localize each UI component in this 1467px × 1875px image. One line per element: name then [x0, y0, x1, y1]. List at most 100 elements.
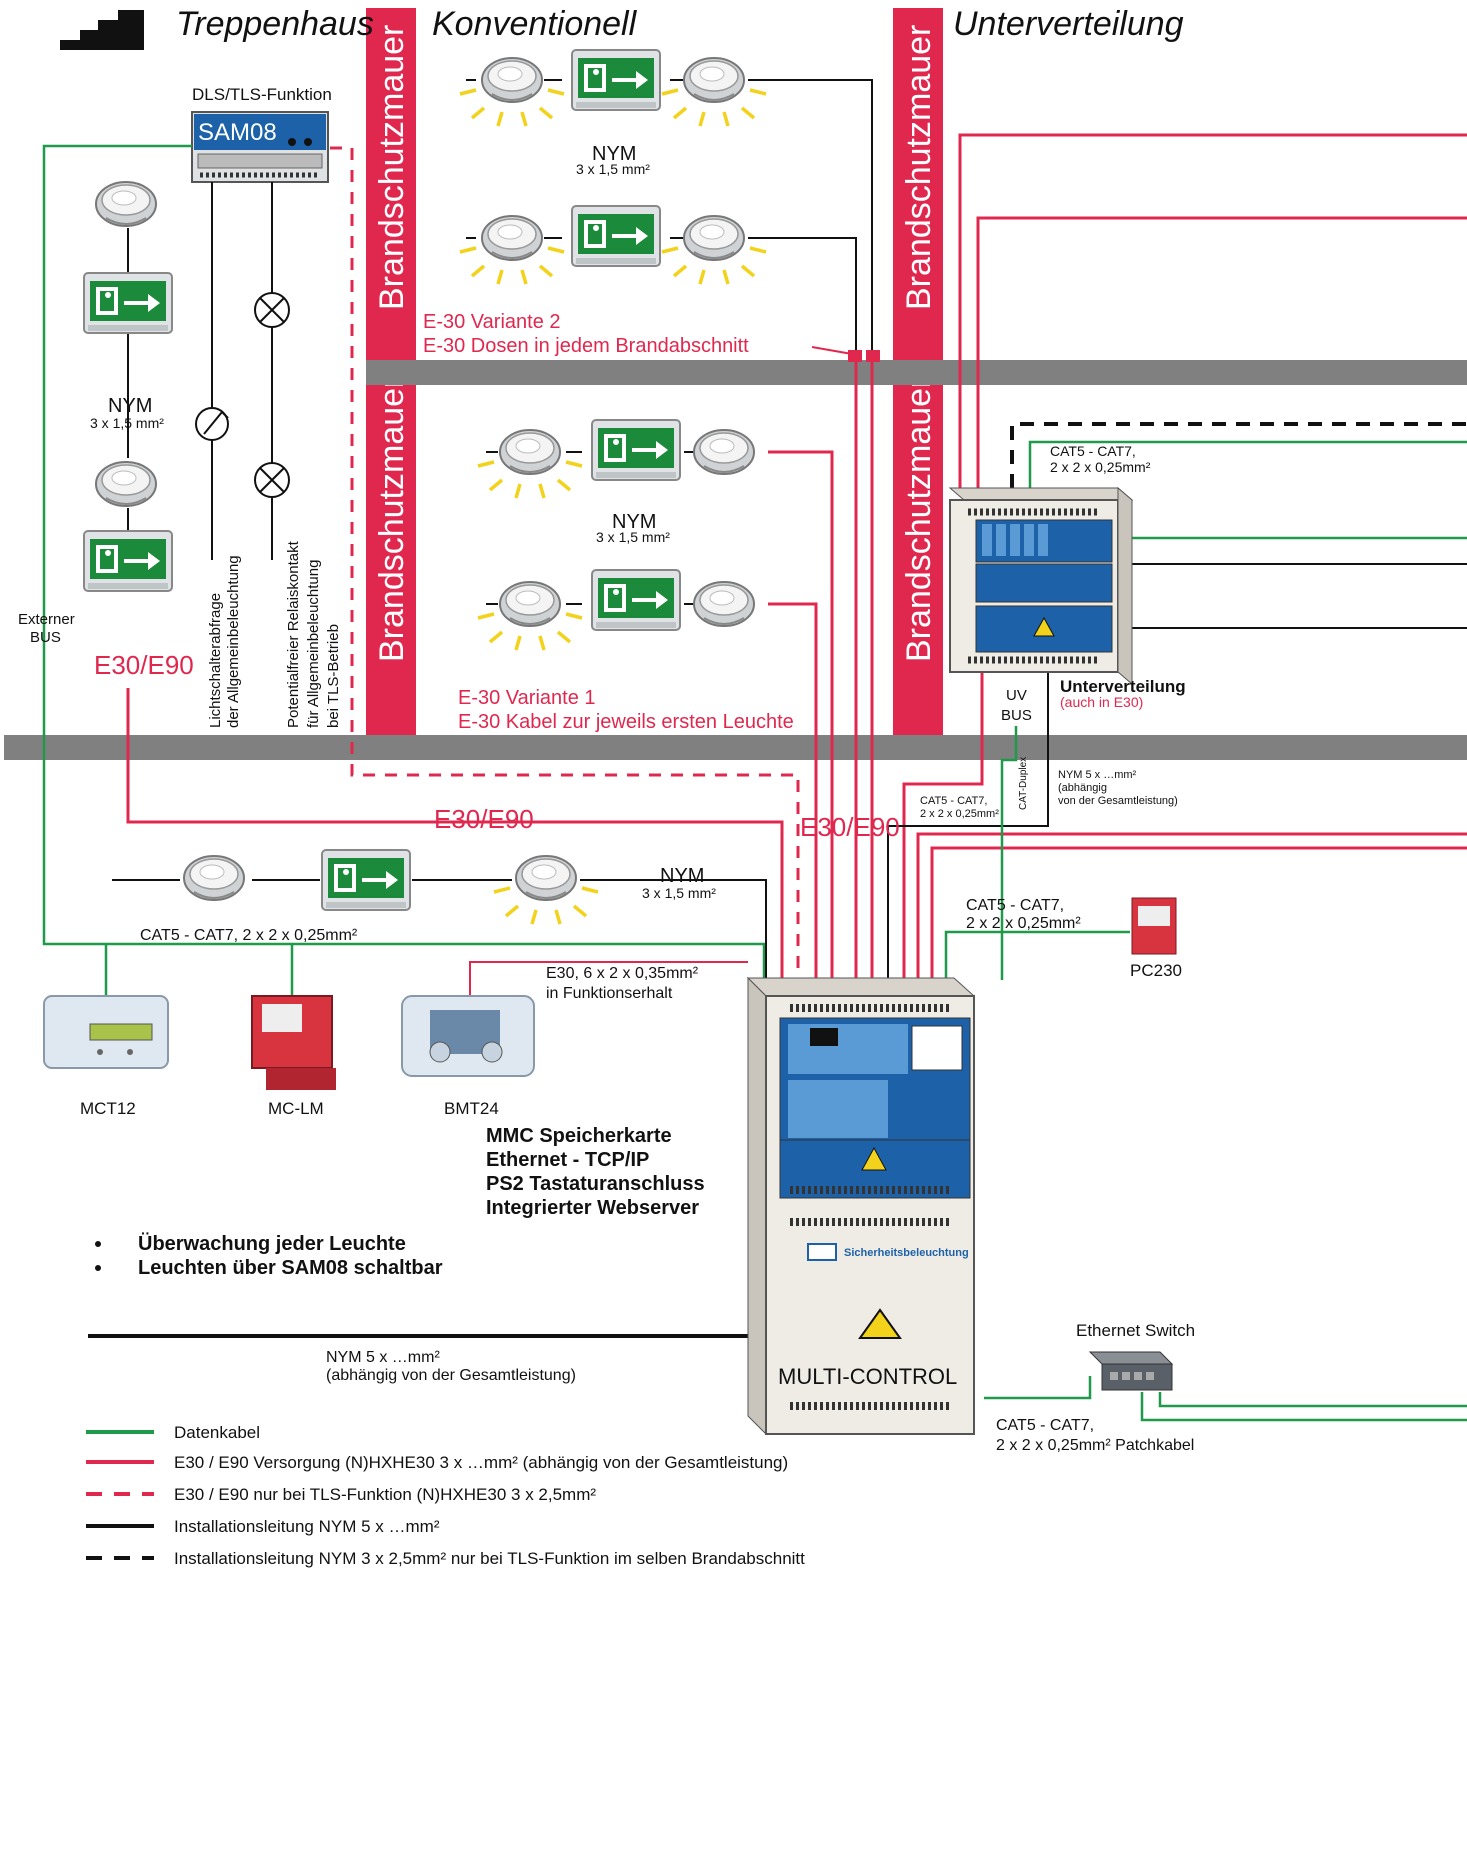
downlight-3: [481, 57, 543, 103]
uv-cable-2: 2 x 2 x 0,25mm²: [1050, 459, 1151, 475]
patch-2: 2 x 2 x 0,25mm² Patchkabel: [996, 1437, 1194, 1454]
firewall-upper-right: [893, 8, 943, 360]
relay-label-2: für Allgemeinbeleuchtung: [305, 560, 322, 728]
mid-nym-spec: 3 x 1,5 mm²: [642, 885, 716, 901]
conv-nym-top: NYM: [592, 143, 636, 165]
junction-box-1: [848, 350, 862, 362]
cables: [42, 79, 1467, 1422]
exit-sign-6: [591, 569, 681, 631]
light-switch-symbol: [195, 407, 229, 441]
bullet-2: Leuchten über SAM08 schaltbar: [138, 1257, 443, 1279]
legend: Datenkabel E30 / E90 Versorgung (N)HXHE3…: [86, 1423, 805, 1568]
legend-text-5: Installationsleitung NYM 3 x 2,5mm² nur …: [174, 1549, 805, 1568]
exit-sign-5: [591, 419, 681, 481]
bullet-1: Überwachung jeder Leuchte: [138, 1232, 406, 1255]
downlight-4: [683, 57, 745, 103]
bottom-nym-1: NYM 5 x …mm²: [326, 1349, 440, 1366]
relay-lamp-symbol-1: [254, 292, 290, 328]
downlight-5: [481, 215, 543, 261]
cabinet-brand: Sicherheitsbeleuchtung: [844, 1247, 969, 1259]
variant-2-line-1: E-30 Variante 2: [423, 311, 561, 333]
switch-label-1: Lichtschalterabfrage: [207, 593, 224, 728]
ethernet-switch-device: [1088, 1351, 1174, 1391]
wall-label-3: Brandschutzmauer: [900, 25, 938, 310]
multi-control-cabinet: [746, 976, 976, 1436]
relay-label-3: bei TLS-Betrieb: [325, 624, 342, 728]
exit-sign-3: [571, 49, 661, 111]
floors: [4, 360, 1467, 760]
right-cat-2: 2 x 2 x 0,25mm²: [966, 915, 1081, 932]
exit-sign-2: [83, 530, 173, 592]
firewall-lower-left: [366, 385, 416, 735]
mid-e30e90-b: E30/E90: [800, 812, 900, 842]
pc230-device: [1131, 897, 1177, 955]
bmt-spec-1: E30, 6 x 2 x 0,35mm²: [546, 965, 699, 982]
wall-label-1: Brandschutzmauer: [373, 25, 411, 310]
header-konventionell: Konventionell: [432, 5, 638, 43]
feature-2: Ethernet - TCP/IP: [486, 1149, 649, 1171]
downlight-12: [515, 855, 577, 901]
label-bmt24: BMT24: [444, 1099, 499, 1118]
feature-1: MMC Speicherkarte: [486, 1125, 672, 1147]
uv-nym-2: (abhängig: [1058, 782, 1107, 794]
downlight-8: [693, 429, 755, 475]
downlight-11: [183, 855, 245, 901]
firewall-upper-left: [366, 8, 416, 360]
legend-text-4: Installationsleitung NYM 5 x …mm²: [174, 1517, 440, 1536]
mid-e30e90-a: E30/E90: [434, 804, 534, 834]
exit-sign-7: [321, 849, 411, 911]
uv-cat-1: CAT5 - CAT7,: [920, 795, 987, 807]
left-nym-spec: 3 x 1,5 mm²: [90, 415, 164, 431]
label-pc230: PC230: [1130, 961, 1182, 980]
downlight-2: [95, 461, 157, 507]
uv-cat-2: 2 x 2 x 0,25mm²: [920, 808, 999, 820]
ext-bus-2: BUS: [30, 629, 61, 646]
sam-caption: DLS/TLS-Funktion: [192, 85, 332, 104]
downlight-6: [683, 215, 745, 261]
cabinet-label: MULTI-CONTROL: [778, 1364, 957, 1389]
ext-bus-1: Externer: [18, 611, 75, 628]
right-cat-1: CAT5 - CAT7,: [966, 897, 1064, 914]
header-treppenhaus: Treppenhaus: [176, 5, 374, 43]
bottom-nym-2: (abhängig von der Gesamtleistung): [326, 1367, 576, 1384]
firewalls: Brandschutzmauer Brandschutzmauer Brands…: [366, 8, 943, 735]
bmt24-device: [401, 995, 535, 1077]
downlight-1: [95, 181, 157, 227]
uv-cable-1: CAT5 - CAT7,: [1050, 443, 1136, 459]
label-mclm: MC-LM: [268, 1099, 324, 1118]
firewall-lower-right: [893, 385, 943, 735]
label-mct12: MCT12: [80, 1099, 136, 1118]
bullet-dot-2: [95, 1265, 101, 1271]
sam-display: SAM08: [198, 119, 277, 146]
conv-nym-mid-spec: 3 x 1,5 mm²: [596, 529, 670, 545]
sub-distribution-cabinet: [948, 486, 1134, 686]
mc-lm-device: [251, 995, 336, 1090]
variant-1-line-1: E-30 Variante 1: [458, 687, 596, 709]
label-switch: Ethernet Switch: [1076, 1321, 1195, 1340]
uv-name-note: (auch in E30): [1060, 694, 1143, 710]
conv-nym-top-spec: 3 x 1,5 mm²: [576, 161, 650, 177]
uv-bus-1: UV: [1006, 687, 1027, 704]
mct12-device: [43, 995, 169, 1069]
uv-bus-2: BUS: [1001, 707, 1032, 724]
relay-label-1: Potentialfreier Relaiskontakt: [285, 540, 302, 728]
luminaires: [83, 49, 768, 926]
variant-1-line-2: E-30 Kabel zur jeweils ersten Leuchte: [458, 711, 794, 733]
feature-3: PS2 Tastaturanschluss: [486, 1173, 705, 1195]
uv-duplex: CAT-Duplex: [1018, 757, 1029, 810]
legend-text-1: Datenkabel: [174, 1423, 260, 1442]
conv-nym-mid: NYM: [612, 511, 656, 533]
downlight-9: [499, 581, 561, 627]
uv-nym-3: von der Gesamtleistung): [1058, 795, 1178, 807]
uv-nym-1: NYM 5 x …mm²: [1058, 769, 1137, 781]
legend-text-3: E30 / E90 nur bei TLS-Funktion (N)HXHE30…: [174, 1485, 596, 1504]
uv-name: Unterverteilung: [1060, 677, 1186, 696]
stairs-icon: [44, 10, 144, 50]
header-unterverteilung: Unterverteilung: [953, 5, 1184, 43]
floor-upper: [366, 360, 1467, 385]
bmt-spec-2: in Funktionserhalt: [546, 985, 673, 1002]
downlight-10: [693, 581, 755, 627]
patch-1: CAT5 - CAT7,: [996, 1417, 1094, 1434]
wall-label-2: Brandschutzmauer: [373, 377, 411, 662]
